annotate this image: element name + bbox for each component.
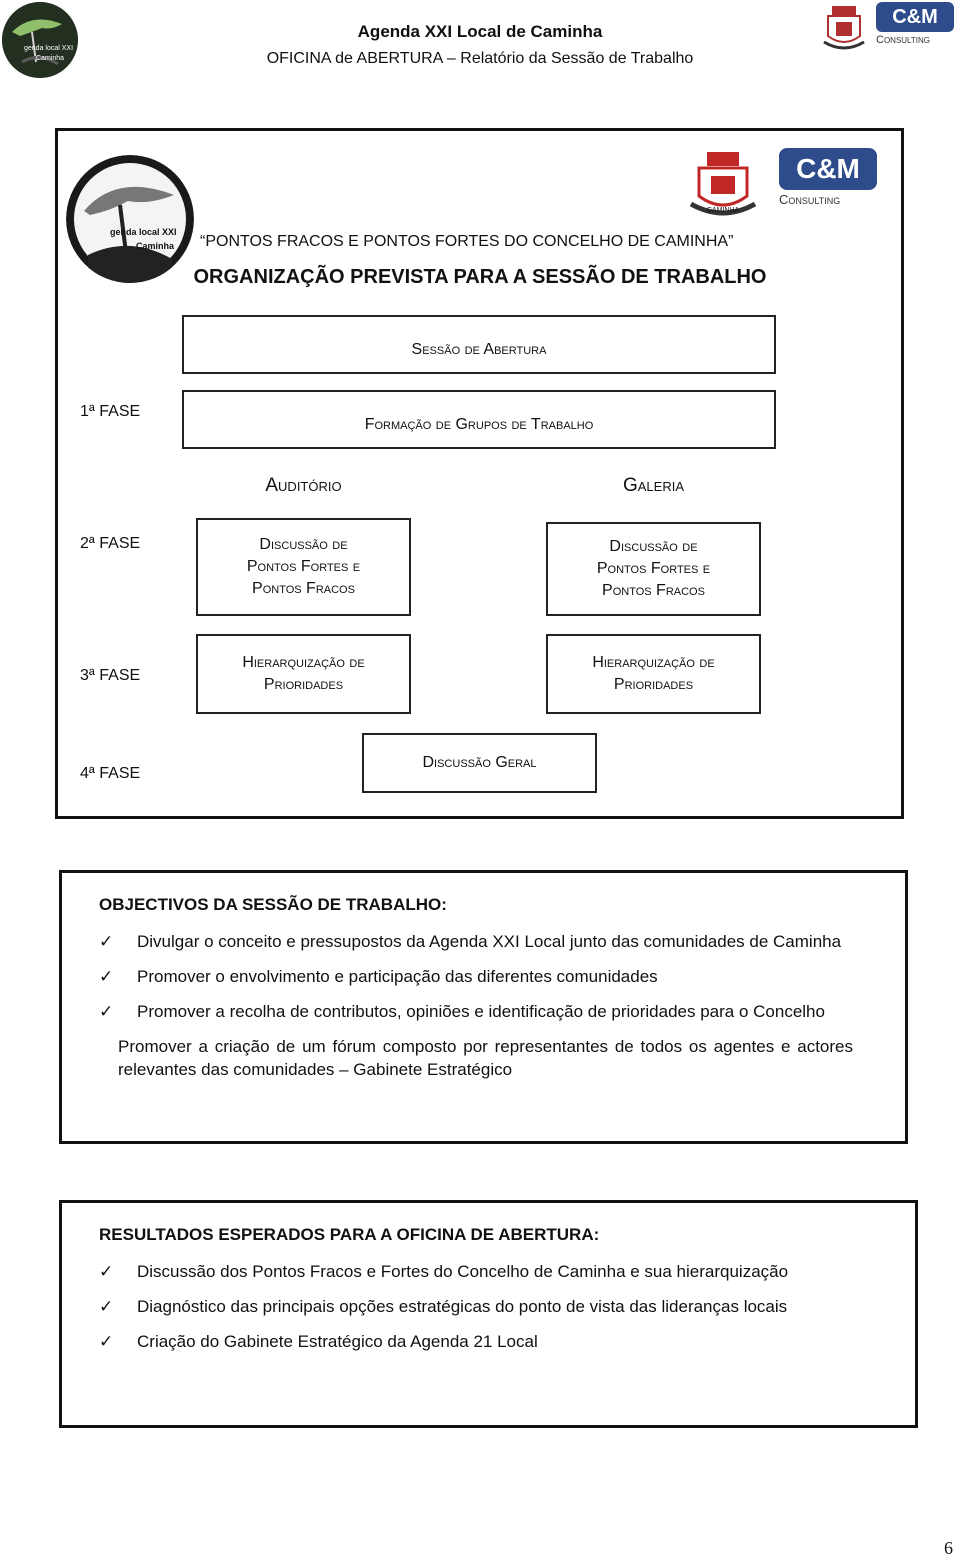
frame-title: ORGANIZAÇÃO PREVISTA PARA A SESSÃO DE TR… (193, 266, 767, 288)
objectives-list: ✓ Divulgar o conceito e pressupostos da A… (99, 930, 853, 1023)
phase-1-label: 1ª FASE (80, 403, 141, 420)
caminha-crest: CAMINHA (683, 150, 763, 222)
box-line: Pontos Fortes e (596, 560, 711, 577)
header-title: Agenda XXI Local de Caminha (357, 22, 603, 41)
phase-1-box: Formação de Grupos de Trabalho (182, 390, 776, 449)
objectives-heading: OBJECTIVOS DA SESSÃO DE TRABALHO: (99, 895, 447, 914)
box-line: Prioridades (263, 676, 344, 693)
result-text: Discussão dos Pontos Fracos e Fortes do … (137, 1262, 789, 1281)
phase-2-right-box: Discussão de Pontos Fortes e Pontos Frac… (546, 522, 761, 616)
check-icon: ✓ (99, 1297, 114, 1316)
results-heading: RESULTADOS ESPERADOS PARA A OFICINA DE A… (99, 1225, 600, 1244)
logo-text-caminha: Caminha (36, 55, 65, 62)
phase-4-label: 4ª FASE (80, 765, 141, 782)
subtitle-text: PONTOS FRACOS E PONTOS FORTES DO CONCELH… (205, 233, 729, 250)
close-quote-mark: ” (728, 233, 734, 250)
box-line: Discussão de (609, 538, 698, 555)
crest-ribbon-label: CAMINHA (706, 207, 740, 214)
box-line: Pontos Fortes e (246, 558, 361, 575)
check-icon: ✓ (99, 1002, 114, 1021)
open-quote-mark: “ (200, 233, 206, 250)
results-box: RESULTADOS ESPERADOS PARA A OFICINA DE A… (59, 1200, 918, 1428)
phase-2-left-box: Discussão de Pontos Fortes e Pontos Frac… (196, 518, 411, 616)
consulting-word: Consulting (779, 192, 841, 207)
logo-text-agenda: genda local XXI (110, 227, 177, 237)
results-list: ✓ Discussão dos Pontos Fracos e Fortes do… (99, 1260, 862, 1353)
phase-2-label: 2ª FASE (80, 535, 141, 552)
result-text: Diagnóstico das principais opções estrat… (137, 1297, 788, 1316)
box-line: Prioridades (613, 676, 694, 693)
frame-subtitle: “PONTOS FRACOS E PONTOS FORTES DO CONCEL… (200, 233, 733, 251)
col-auditorio: Auditório (265, 475, 342, 496)
objective-text: Promover a recolha de contributos, opini… (137, 1002, 825, 1021)
box-line: Pontos Fracos (252, 580, 355, 597)
phase-3-label: 3ª FASE (80, 667, 141, 684)
caminha-crest-header (818, 2, 870, 54)
logo-text-agenda: genda local XXI (24, 45, 74, 52)
box-line: Hierarquização de (592, 654, 715, 671)
box-line: Pontos Fracos (602, 582, 705, 599)
list-item: ✓ Criação do Gabinete Estratégico da Agen… (99, 1330, 862, 1353)
agenda-xxi-logo: genda local XXI Caminha (66, 155, 194, 283)
cm-consulting-logo: C&M Consulting (779, 148, 879, 208)
list-item: ✓ Promover a recolha de contributos, opin… (99, 1000, 853, 1023)
objective-extra: Promover a criação de um fórum composto … (118, 1037, 853, 1079)
list-item: ✓ Promover o envolvimento e participação … (99, 965, 853, 988)
list-item: ✓ Discussão dos Pontos Fracos e Fortes do… (99, 1260, 862, 1283)
check-icon: ✓ (99, 1332, 114, 1351)
phase-3-left-box: Hierarquização de Prioridades (196, 634, 411, 714)
objective-text: Promover o envolvimento e participação d… (137, 967, 658, 986)
cm-consulting-logo-header: C&M Consulting (876, 2, 958, 48)
list-item: ✓ Diagnóstico das principais opções estra… (99, 1295, 862, 1318)
consulting-word: Consulting (876, 34, 931, 46)
result-text: Criação do Gabinete Estratégico da Agend… (137, 1332, 538, 1351)
objective-text: Divulgar o conceito e pressupostos da Ag… (137, 932, 842, 951)
session-opening-box: Sessão de Abertura (182, 315, 776, 374)
check-icon: ✓ (99, 1262, 114, 1281)
col-galeria: Galeria (622, 475, 685, 496)
box-line: Discussão de (259, 536, 348, 553)
page-number: 6 (944, 1538, 953, 1558)
check-icon: ✓ (99, 932, 114, 951)
box-line: Hierarquização de (242, 654, 365, 671)
agenda-xxi-logo-header: genda local XXI Caminha (2, 2, 78, 78)
logo-text-caminha: Caminha (136, 241, 175, 251)
session-opening-label: Sessão de Abertura (411, 340, 547, 358)
phase-3-right-box: Hierarquização de Prioridades (546, 634, 761, 714)
check-icon: ✓ (99, 967, 114, 986)
phase-4-box: Discussão Geral (362, 733, 597, 793)
phase-1-box-label: Formação de Grupos de Trabalho (364, 415, 594, 433)
phase-4-box-label: Discussão Geral (422, 754, 537, 771)
list-item: ✓ Divulgar o conceito e pressupostos da A… (99, 930, 853, 953)
header-subtitle: OFICINA de ABERTURA – Relatório da Sessã… (266, 50, 694, 67)
objectives-box: OBJECTIVOS DA SESSÃO DE TRABALHO: ✓ Divul… (59, 870, 908, 1144)
